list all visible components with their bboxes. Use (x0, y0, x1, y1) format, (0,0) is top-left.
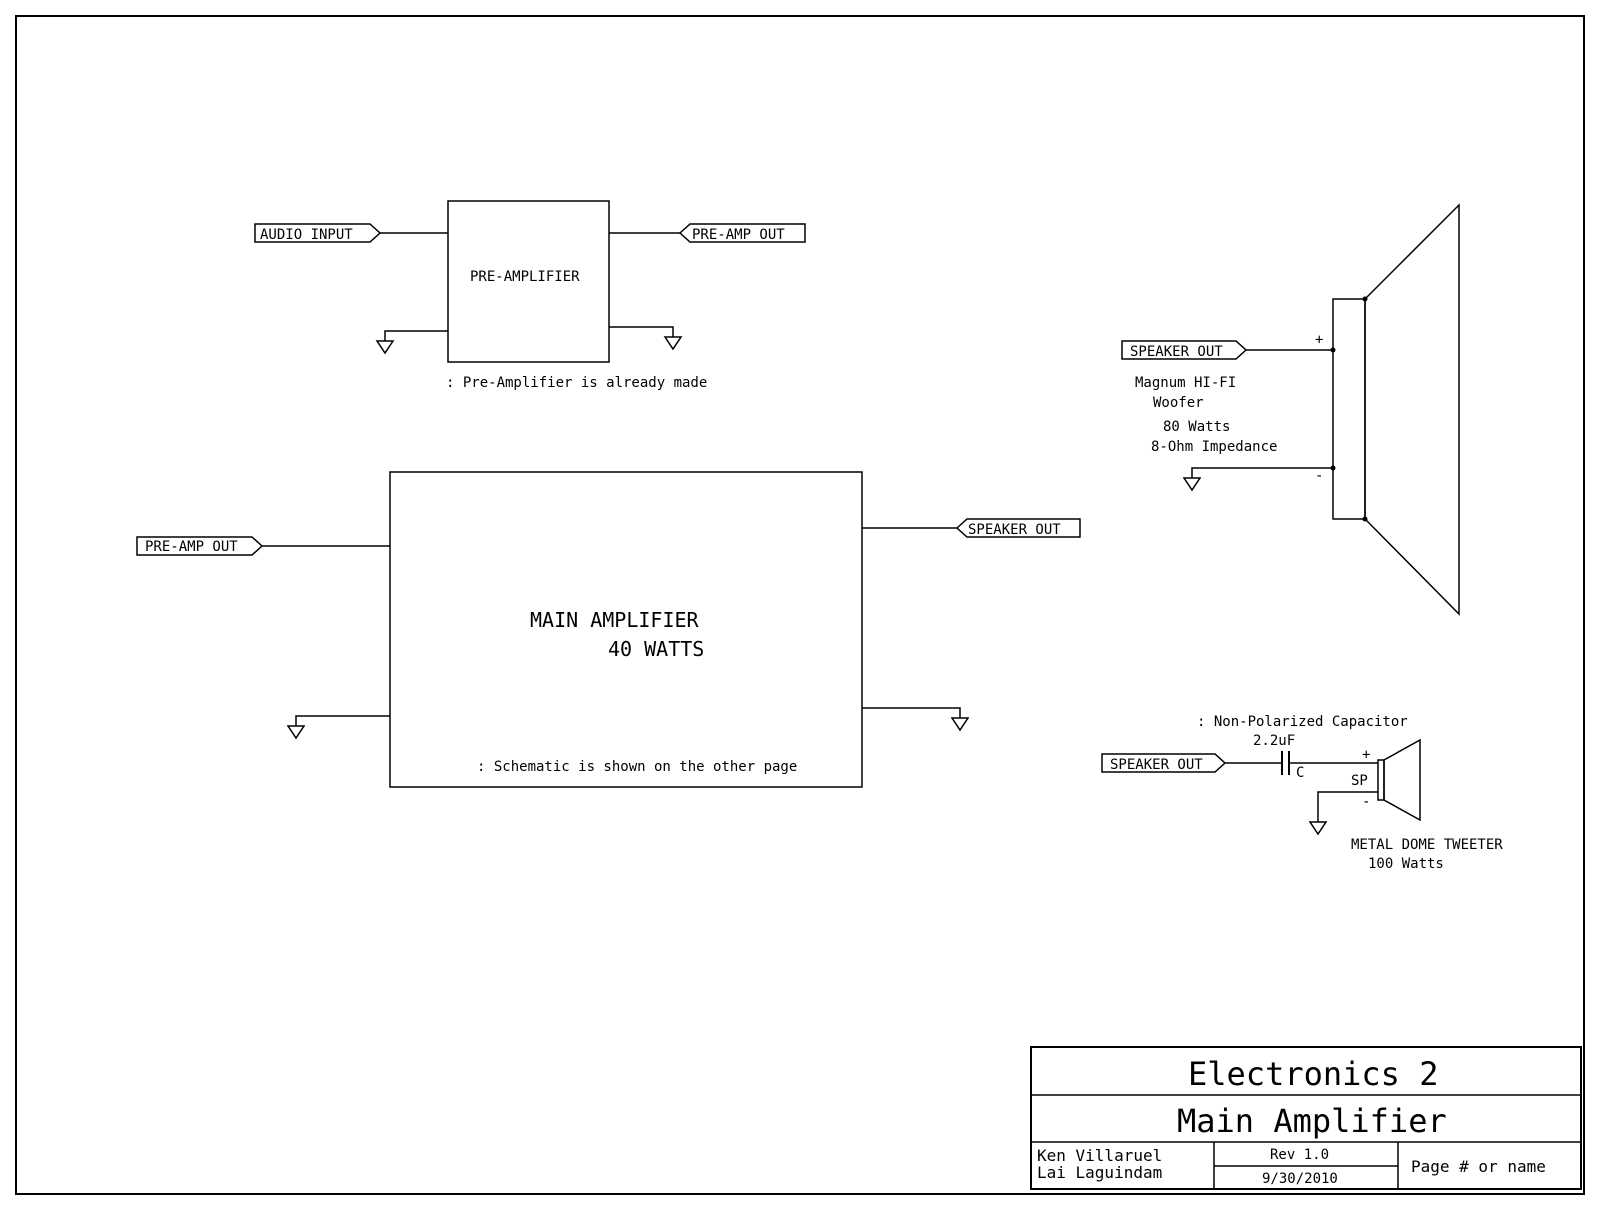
preamp-out-port (678, 223, 806, 243)
ground-icon (663, 336, 683, 351)
speaker-ref: SP (1351, 773, 1368, 789)
tweeter-speaker-icon (1383, 738, 1421, 822)
tweeter-input-port (1101, 753, 1227, 773)
woofer-section: SPEAKER OUT + - Magnum HI-FI Woofer 80 W… (1121, 203, 1460, 616)
woofer-input-port (1121, 340, 1248, 360)
woofer-desc-line1: Magnum HI-FI (1135, 375, 1236, 391)
woofer-desc-line4: 8-Ohm Impedance (1151, 439, 1277, 455)
preamp-out-label: PRE-AMP OUT (692, 227, 785, 243)
main-amp-input-label: PRE-AMP OUT (145, 539, 238, 555)
audio-input-label: AUDIO INPUT (260, 227, 353, 243)
title-block-title: Main Amplifier (1177, 1102, 1447, 1140)
tweeter-minus-label: - (1362, 794, 1370, 810)
audio-input-port (254, 223, 382, 243)
preamp-block (447, 200, 610, 363)
sheet-border (15, 15, 1585, 1195)
title-block-page: Page # or name (1411, 1157, 1546, 1176)
ground-icon (286, 725, 306, 740)
main-amp-note: : Schematic is shown on the other page (477, 759, 797, 775)
main-amp-input-port (136, 536, 264, 556)
ground-icon (375, 340, 395, 355)
main-amp-output-port (955, 518, 1081, 538)
woofer-speaker-icon (1364, 203, 1460, 616)
tweeter-section: : Non-Polarized Capacitor 2.2uF SPEAKER … (1101, 714, 1503, 872)
ground-icon (1182, 477, 1202, 492)
ground-icon (1308, 821, 1328, 836)
tweeter-plus-label: + (1362, 747, 1370, 763)
title-block-author2: Lai Laguindam (1037, 1163, 1162, 1182)
preamp-note: : Pre-Amplifier is already made (446, 375, 707, 391)
title-block: Electronics 2 Main Amplifier Ken Villaru… (1030, 1046, 1582, 1190)
woofer-plus-label: + (1315, 332, 1323, 348)
title-block-author1: Ken Villaruel (1037, 1146, 1162, 1165)
main-amp-output-label: SPEAKER OUT (968, 522, 1061, 538)
title-block-revision: Rev 1.0 (1270, 1147, 1329, 1163)
title-block-date: 9/30/2010 (1262, 1171, 1338, 1187)
main-amp-section: PRE-AMP OUT MAIN AMPLIFIER 40 WATTS : Sc… (136, 471, 1081, 788)
tweeter-desc-line2: 100 Watts (1368, 856, 1444, 872)
capacitor-note: : Non-Polarized Capacitor (1197, 714, 1408, 730)
capacitor-ref: C (1296, 765, 1304, 781)
tweeter-input-label: SPEAKER OUT (1110, 757, 1203, 773)
title-block-course: Electronics 2 (1188, 1055, 1438, 1093)
preamp-section: AUDIO INPUT PRE-AMPLIFIER PRE-AMP OUT : … (254, 200, 806, 391)
capacitor-value: 2.2uF (1253, 733, 1295, 749)
main-amp-title-line1: MAIN AMPLIFIER (530, 608, 700, 632)
tweeter-magnet (1377, 759, 1385, 801)
woofer-minus-label: - (1315, 468, 1323, 484)
tweeter-desc-line1: METAL DOME TWEETER (1351, 837, 1503, 853)
woofer-input-label: SPEAKER OUT (1130, 344, 1223, 360)
woofer-desc-line2: Woofer (1153, 395, 1204, 411)
ground-icon (950, 717, 970, 732)
woofer-magnet (1332, 298, 1366, 520)
preamp-block-label: PRE-AMPLIFIER (470, 269, 580, 285)
main-amp-title-line2: 40 WATTS (608, 637, 704, 661)
woofer-desc-line3: 80 Watts (1163, 419, 1230, 435)
main-amp-block (389, 471, 863, 788)
